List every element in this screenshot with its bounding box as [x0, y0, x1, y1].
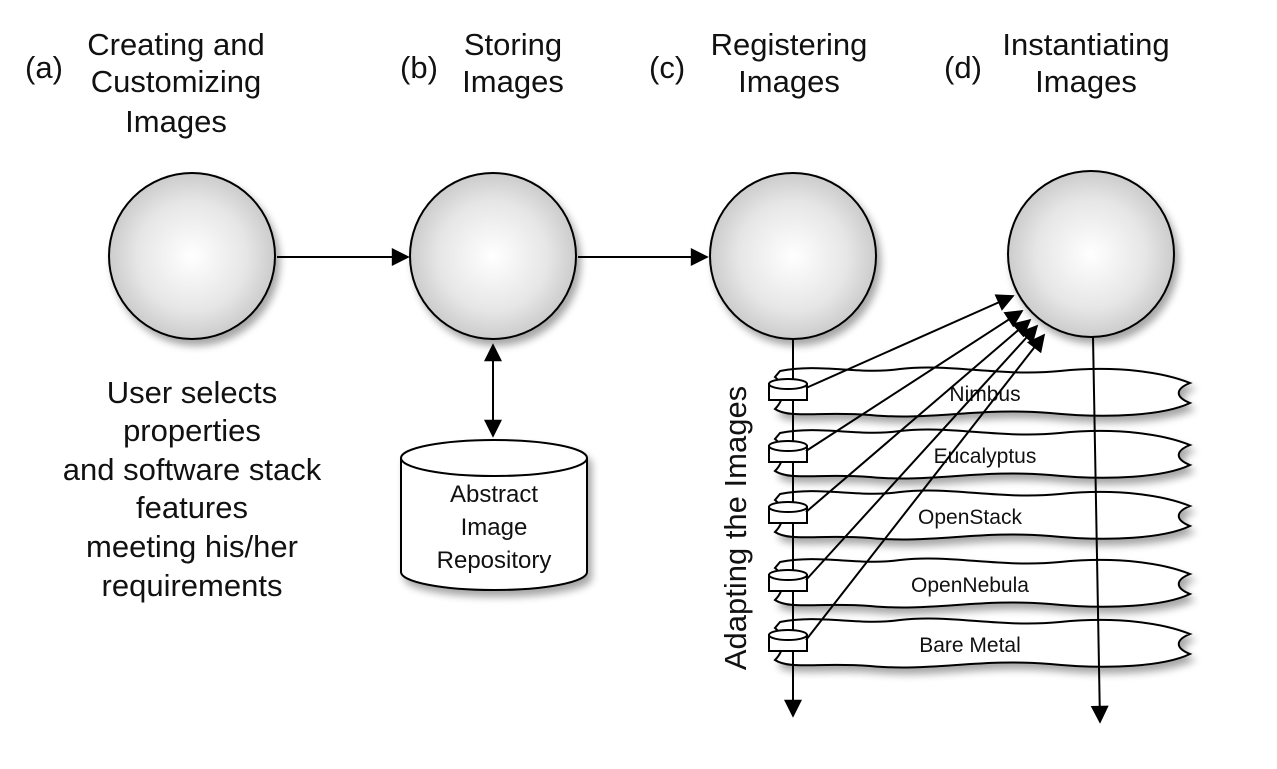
- description-line: properties: [123, 413, 261, 448]
- description-line: requirements: [102, 568, 283, 603]
- stage-d-node: [1007, 170, 1175, 338]
- cloud-opennebula: OpenNebula: [773, 557, 1193, 609]
- description-line: User selects: [107, 375, 278, 410]
- instantiate-arrow: [805, 324, 1039, 581]
- instantiate-arrow: [805, 333, 1046, 641]
- repository-label-line: Image: [461, 514, 528, 541]
- repository-label-line: Abstract: [450, 481, 538, 508]
- instantiation-arrows: [805, 294, 1046, 641]
- repository-label-line: Repository: [437, 547, 552, 574]
- cylinder-icon: [768, 569, 808, 592]
- cloud-stack: Nimbus Eucalyptus OpenStack OpenNebula B…: [773, 366, 1193, 669]
- description-line: features: [136, 490, 248, 525]
- cloud-label-eucalyptus: Eucalyptus: [934, 445, 1037, 468]
- cylinder-icon: [768, 501, 808, 524]
- cloud-label-openstack: OpenStack: [918, 506, 1022, 529]
- stage-b-letter: (b): [400, 50, 438, 85]
- stage-d-heading: (d) Instantiating Images: [944, 27, 1170, 99]
- description-line: meeting his/her: [86, 529, 298, 564]
- stage-c-title-line: Images: [738, 64, 840, 99]
- stage-c-heading: (c) Registering Images: [649, 27, 867, 99]
- cloud-label-opennebula: OpenNebula: [911, 574, 1029, 597]
- instantiate-arrow: [805, 294, 1015, 389]
- user-description: User selects properties and software sta…: [63, 375, 322, 603]
- stage-c-node: [709, 172, 877, 340]
- stage-b-title-line: Images: [462, 64, 564, 99]
- cloud-eucalyptus: Eucalyptus: [773, 428, 1193, 480]
- stage-b-node: [409, 172, 577, 340]
- stage-c-letter: (c): [649, 50, 685, 85]
- stage-d-title-line: Images: [1035, 64, 1137, 99]
- instantiate-arrow: [805, 310, 1024, 452]
- cylinder-icon: [768, 378, 808, 401]
- stage-a-node: [108, 172, 276, 340]
- stage-a-letter: (a): [25, 50, 63, 85]
- description-line: and software stack: [63, 452, 322, 487]
- cylinder-icon: [768, 629, 808, 652]
- cloud-openstack: OpenStack: [773, 489, 1193, 541]
- abstract-image-repository: [400, 439, 588, 591]
- adapting-images-label: Adapting the Images: [718, 386, 753, 670]
- stage-b-heading: (b) Storing Images: [400, 27, 564, 99]
- image-cylinders: [768, 378, 808, 652]
- stage-a-title-line: Creating and: [87, 27, 265, 62]
- instantiate-arrow: [805, 318, 1032, 513]
- stage-b-title-line: Storing: [464, 27, 562, 62]
- cloud-label-bare-metal: Bare Metal: [919, 634, 1021, 657]
- stage-d-title-line: Instantiating: [1002, 27, 1169, 62]
- stage-a-heading: (a) Creating and Customizing Images: [25, 27, 265, 139]
- stage-c-title-line: Registering: [711, 27, 868, 62]
- cylinder-icon: [768, 440, 808, 463]
- stage-d-letter: (d): [944, 50, 982, 85]
- instantiate-arrow-down: [1090, 336, 1109, 724]
- cloud-bare-metal: Bare Metal: [773, 617, 1193, 669]
- stage-a-title-line: Customizing: [91, 64, 262, 99]
- stage-a-title-line: Images: [125, 104, 227, 139]
- cloud-label-nimbus: Nimbus: [949, 383, 1020, 406]
